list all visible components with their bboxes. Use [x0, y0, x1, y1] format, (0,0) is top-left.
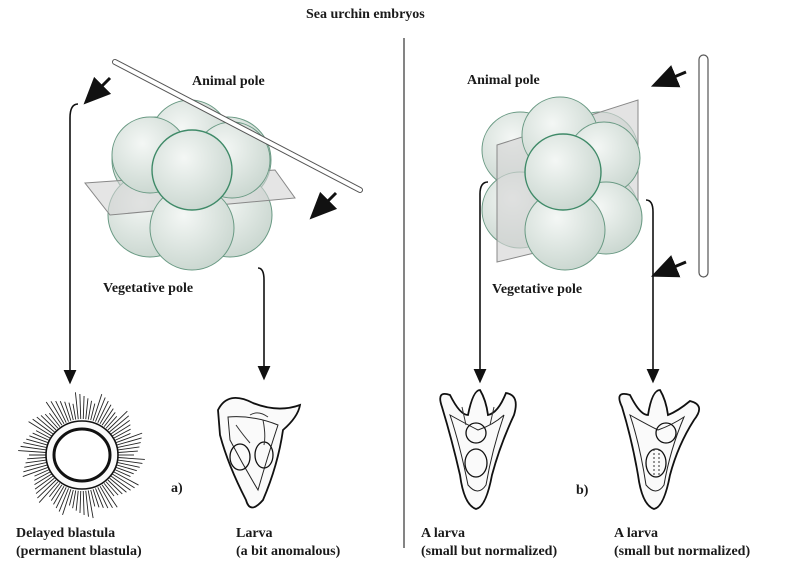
caption-a-left-note: (permanent blastula) — [16, 543, 142, 560]
larva-a-drawing — [218, 398, 300, 508]
vegetative-pole-label-a: Vegetative pole — [103, 280, 193, 297]
panel-b-embryo — [482, 97, 642, 270]
path-a-right — [258, 268, 264, 374]
arrow-needle-a-top — [92, 78, 110, 96]
path-a-left — [70, 104, 78, 378]
caption-b-left-name: A larva — [421, 525, 465, 542]
caption-b-left-note: (small but normalized) — [421, 543, 557, 560]
caption-a-right-note: (a bit anomalous) — [236, 543, 340, 560]
larva-b-left-drawing — [440, 390, 516, 509]
glass-needle-b — [699, 55, 708, 277]
caption-a-right-name: Larva — [236, 525, 273, 542]
caption-b-right-name: A larva — [614, 525, 658, 542]
arrow-needle-a-bottom — [318, 193, 336, 211]
larva-b-right-drawing — [619, 390, 699, 509]
animal-pole-label-a: Animal pole — [192, 73, 265, 90]
animal-pole-label-b: Animal pole — [467, 72, 540, 89]
panel-label-a: a) — [171, 480, 183, 497]
panel-a-embryo — [85, 100, 295, 270]
path-b-right — [646, 200, 653, 377]
delayed-blastula-drawing — [18, 392, 145, 518]
caption-a-left-name: Delayed blastula — [16, 525, 115, 542]
panel-label-b: b) — [576, 482, 588, 499]
arrow-needle-b-bottom — [662, 262, 686, 272]
vegetative-pole-label-b: Vegetative pole — [492, 281, 582, 298]
figure-title: Sea urchin embryos — [306, 6, 425, 23]
arrow-needle-b-top — [662, 72, 686, 82]
caption-b-right-note: (small but normalized) — [614, 543, 750, 560]
